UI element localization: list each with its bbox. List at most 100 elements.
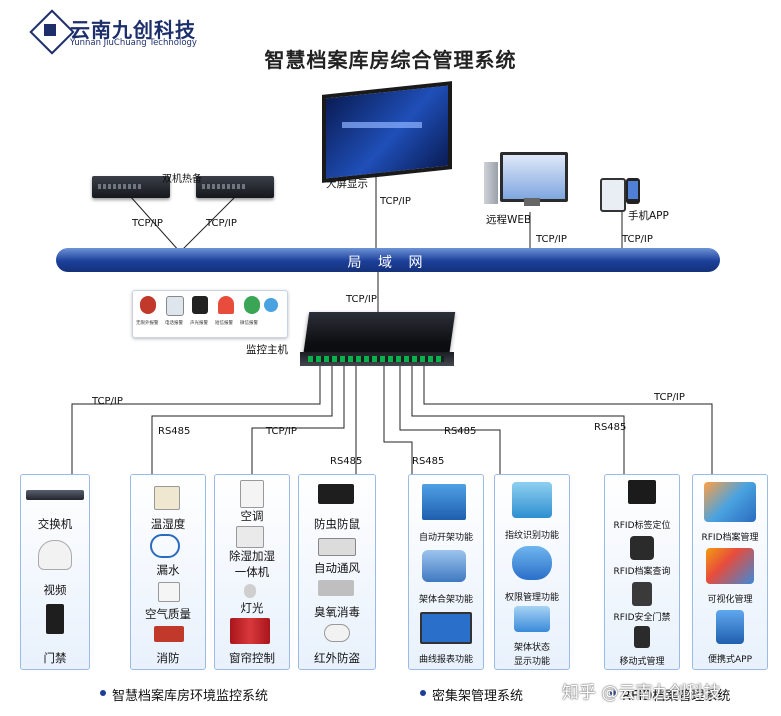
footer-env-system: 智慧档案库房环境监控系统	[112, 689, 269, 704]
wire-server1	[129, 195, 181, 253]
panel-item: 温湿度	[150, 517, 186, 531]
air-sensor	[158, 582, 180, 602]
lan-bus	[56, 248, 720, 272]
hot-standby-label: 双机热备	[162, 174, 202, 185]
dehumidifier	[236, 526, 264, 548]
footer-rfid-system: RFID档案管理系统	[622, 689, 731, 704]
panel-item: 窗帘控制	[229, 651, 275, 665]
siren-icon	[140, 296, 156, 314]
access-device	[46, 604, 64, 634]
panel-item: 自动通风	[314, 561, 360, 575]
ac-unit	[240, 480, 264, 508]
rs485-label: RS485	[594, 422, 627, 433]
bullet-icon	[420, 690, 426, 696]
chart-report-icon	[420, 612, 472, 644]
tcpip-label: TCP/IP	[206, 218, 237, 229]
wire-p3	[251, 366, 345, 474]
fire-panel	[154, 626, 184, 642]
rfid-reader	[630, 536, 654, 560]
leak-sensor	[150, 534, 180, 558]
thermo-hygrometer	[154, 486, 180, 510]
rs485-label: RS485	[444, 426, 477, 437]
panel-item: 空气质量	[145, 607, 191, 621]
alarm-panel	[132, 290, 288, 338]
panel-item: 移动式管理	[619, 657, 665, 667]
monitor-stand	[524, 198, 540, 206]
infrared-sensor	[324, 624, 350, 642]
fingerprint-icon	[512, 482, 552, 518]
bullet-icon	[100, 690, 106, 696]
tcpip-label: TCP/IP	[380, 196, 411, 207]
rfid-gate	[632, 582, 652, 606]
camera-device	[38, 540, 72, 570]
logo-name-en: Yunnan JiuChuang Technology	[70, 38, 197, 48]
handheld-terminal	[634, 626, 650, 648]
ventilation-unit	[318, 538, 356, 556]
wire-p1	[71, 366, 321, 474]
panel-item: 消防	[156, 651, 180, 665]
big-screen-label: 大屏显示	[326, 178, 368, 190]
bullet-icon	[610, 690, 616, 696]
tablet	[600, 178, 626, 212]
alarm-label: 电话报警	[165, 321, 183, 326]
wire-p8	[423, 366, 713, 474]
wire-p7	[411, 366, 625, 474]
wire-p2	[151, 366, 333, 474]
message-icon	[264, 298, 278, 312]
panel-item: 臭氧消毒	[314, 605, 360, 619]
logo-name-cn: 云南九创科技	[70, 18, 196, 42]
panel-item: RFID档案查询	[613, 567, 671, 577]
host-ports	[308, 356, 444, 362]
curtain	[230, 618, 270, 644]
rs485-label: RS485	[330, 456, 363, 467]
panel-item: 架体状态	[513, 643, 550, 653]
panel-item: 灯光	[240, 601, 264, 615]
panel-item: 可视化管理	[707, 595, 753, 605]
panel-item: 指纹识别功能	[504, 531, 559, 541]
portable-app-icon	[716, 610, 744, 644]
big-screen	[322, 81, 452, 183]
server-rack-icon	[422, 484, 466, 520]
remote-web-label: 远程WEB	[486, 214, 532, 226]
alarm-label: 无限外报警	[136, 321, 159, 326]
permission-icon	[512, 546, 552, 580]
panel-item: 显示功能	[513, 657, 550, 667]
host-label: 监控主机	[246, 344, 288, 356]
watermark: 知乎 @云南九创科技	[562, 683, 721, 703]
phone-icon	[166, 296, 184, 316]
pc-tower	[484, 162, 498, 204]
server-1	[92, 176, 170, 198]
panel-item: 防虫防鼠	[314, 517, 360, 531]
tcpip-label: TCP/IP	[622, 234, 653, 245]
panel-item: 自动开架功能	[418, 533, 473, 543]
switch-device	[26, 490, 84, 500]
panel-item: RFID标签定位	[613, 521, 671, 531]
panel-item: RFID档案管理	[701, 533, 759, 543]
panel-item: 门禁	[43, 651, 67, 665]
monitor	[500, 152, 568, 202]
mobile-icon	[192, 296, 208, 314]
rs485-label: RS485	[158, 426, 191, 437]
panel-item: RFID安全门禁	[613, 613, 671, 623]
panel-item: 视频	[43, 583, 67, 597]
alarm-label: 声光报警	[190, 321, 208, 326]
wechat-icon	[244, 296, 260, 314]
wire-p6	[399, 366, 501, 474]
panel-item: 权限管理功能	[504, 593, 559, 603]
page-title: 智慧档案库房综合管理系统	[264, 48, 517, 72]
panel-item: 空调	[240, 509, 264, 523]
database-icon	[422, 550, 466, 582]
phone	[626, 178, 640, 204]
panel-item: 红外防盗	[314, 651, 360, 665]
pest-repeller	[318, 484, 354, 504]
panel-item: 交换机	[37, 517, 73, 531]
alarm-label: 短信报警	[215, 321, 233, 326]
panel-network-security	[20, 474, 90, 670]
footer-shelf-system: 密集架管理系统	[432, 689, 524, 704]
tcpip-label: TCP/IP	[346, 294, 377, 305]
tcpip-label: TCP/IP	[92, 396, 123, 407]
server-2	[196, 176, 274, 198]
panel-item: 曲线报表功能	[418, 655, 473, 665]
panel-item: 漏水	[156, 563, 180, 577]
